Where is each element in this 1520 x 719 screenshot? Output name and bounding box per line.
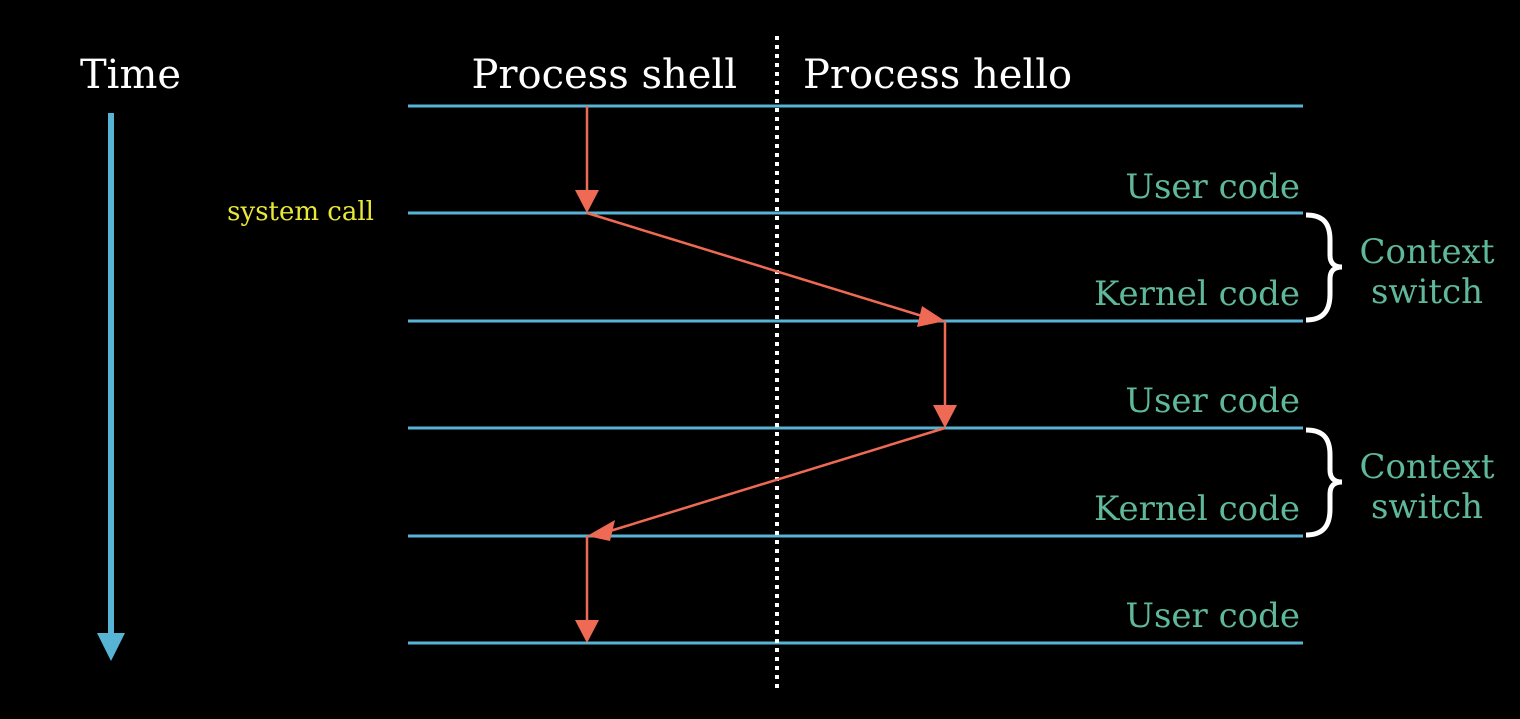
flow-arrowhead: [587, 520, 615, 541]
context-switch-line1: Context: [1359, 232, 1495, 272]
flow-arrowhead: [917, 306, 945, 327]
flow-arrowhead: [575, 620, 599, 643]
context-switch-label: Context switch: [1342, 235, 1512, 309]
context-switch-brace: [1305, 212, 1343, 323]
process-shell-label: Process shell: [471, 52, 737, 98]
flow-arrowhead: [933, 405, 957, 428]
flow-segment: [586, 211, 923, 318]
time-axis-arrowhead: [97, 633, 125, 661]
context-switch-line1: Context: [1359, 447, 1495, 487]
flow-arrowhead: [575, 190, 599, 213]
context-switch-brace: [1305, 427, 1343, 538]
process-hello-label: Process hello: [803, 52, 1073, 98]
flow-segment: [609, 426, 946, 533]
kernel-code-label: Kernel code: [1094, 489, 1300, 529]
time-label: Time: [80, 52, 182, 98]
flow-arrows: [575, 106, 957, 643]
system-call-label: system call: [227, 197, 374, 227]
user-code-label: User code: [1125, 167, 1300, 207]
context-switch-line2: switch: [1370, 487, 1484, 527]
context-switch-label: Context switch: [1342, 450, 1512, 524]
user-code-label: User code: [1125, 596, 1300, 636]
kernel-code-label: Kernel code: [1094, 274, 1300, 314]
context-switch-line2: switch: [1370, 272, 1484, 312]
user-code-label: User code: [1125, 381, 1300, 421]
